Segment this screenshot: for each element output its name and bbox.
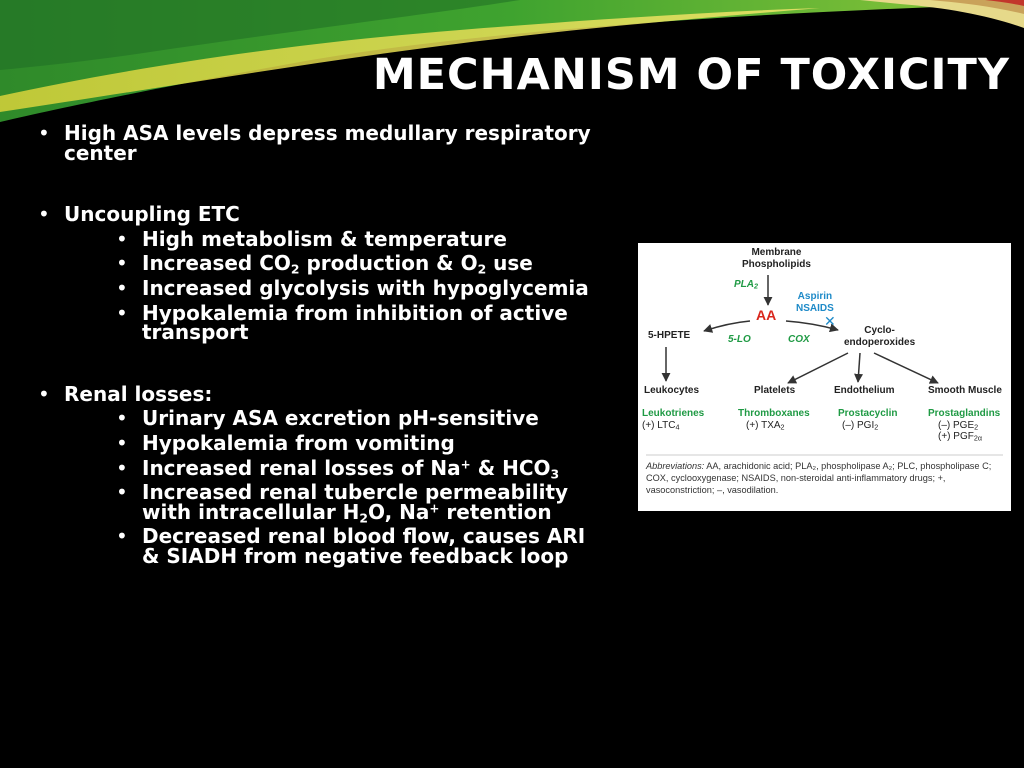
smooth-muscle-label: Smooth Muscle [928, 385, 1002, 396]
arrow-cyclo-to-smooth-muscle [873, 352, 939, 384]
sub-bullet-co2-production: Increased CO2 production & O2 use [64, 253, 606, 275]
pla2-label: PLA2 [734, 279, 758, 291]
leukocytes-label: Leukocytes [644, 385, 700, 396]
pathway-arrows [646, 275, 1003, 456]
bullet-medullary-depression: High ASA levels depress medullary respir… [36, 123, 606, 163]
sub-bullet-tubercle-permeability: Increased renal tubercle permeability wi… [64, 482, 606, 524]
hpete-label: 5-HPETE [648, 330, 691, 341]
5-lo-label: 5-LO [728, 334, 751, 345]
arrow-aa-to-cyclo [785, 320, 839, 333]
arrow-cyclo-to-endothelium [854, 352, 864, 383]
slide-title: MECHANISM OF TOXICITY [372, 50, 1010, 100]
arrow-cyclo-to-platelets [787, 352, 849, 384]
bullet-renal-losses: Renal losses: Urinary ASA excretion pH-s… [36, 384, 606, 567]
sub-bullet-hypokalemia-transport: Hypokalemia from inhibition of active tr… [64, 303, 606, 343]
sub-bullet-glycolysis: Increased glycolysis with hypoglycemia [64, 278, 606, 299]
header-swoosh-decoration [0, 0, 1024, 122]
cyclo-endoperoxides-label: Cyclo-endoperoxides [844, 325, 916, 348]
thromboxanes-block: Thromboxanes(+) TXA2 [738, 408, 810, 431]
abbreviations-note: Abbreviations: AA, arachidonic acid; PLA… [646, 461, 992, 495]
bullet-list: High ASA levels depress medullary respir… [36, 123, 606, 567]
platelets-label: Platelets [754, 385, 796, 396]
sub-bullet-metabolism: High metabolism & temperature [64, 229, 606, 250]
sub-bullet-renal-blood-flow: Decreased renal blood flow, causes ARI &… [64, 526, 606, 566]
prostacyclin-block: Prostacyclin(–) PGI2 [838, 408, 898, 431]
endothelium-label: Endothelium [834, 385, 895, 396]
cox-label: COX [788, 334, 810, 345]
arrow-aa-to-hpete [703, 320, 751, 333]
bullet-uncoupling-etc: Uncoupling ETC High metabolism & tempera… [36, 204, 606, 343]
prostaglandins-block: Prostaglandins(–) PGE2(+) PGF2α [928, 408, 1001, 443]
sub-bullet-urinary-excretion: Urinary ASA excretion pH-sensitive [64, 408, 606, 429]
aa-label: AA [756, 307, 777, 323]
sub-bullet-renal-na-hco3: Increased renal losses of Na+ & HCO3 [64, 458, 606, 480]
sub-bullet-hypokalemia-vomiting: Hypokalemia from vomiting [64, 433, 606, 454]
inhibition-x-mark: ✕ [824, 313, 836, 329]
leukotrienes-block: Leukotrienes(+) LTC4 [642, 408, 705, 431]
